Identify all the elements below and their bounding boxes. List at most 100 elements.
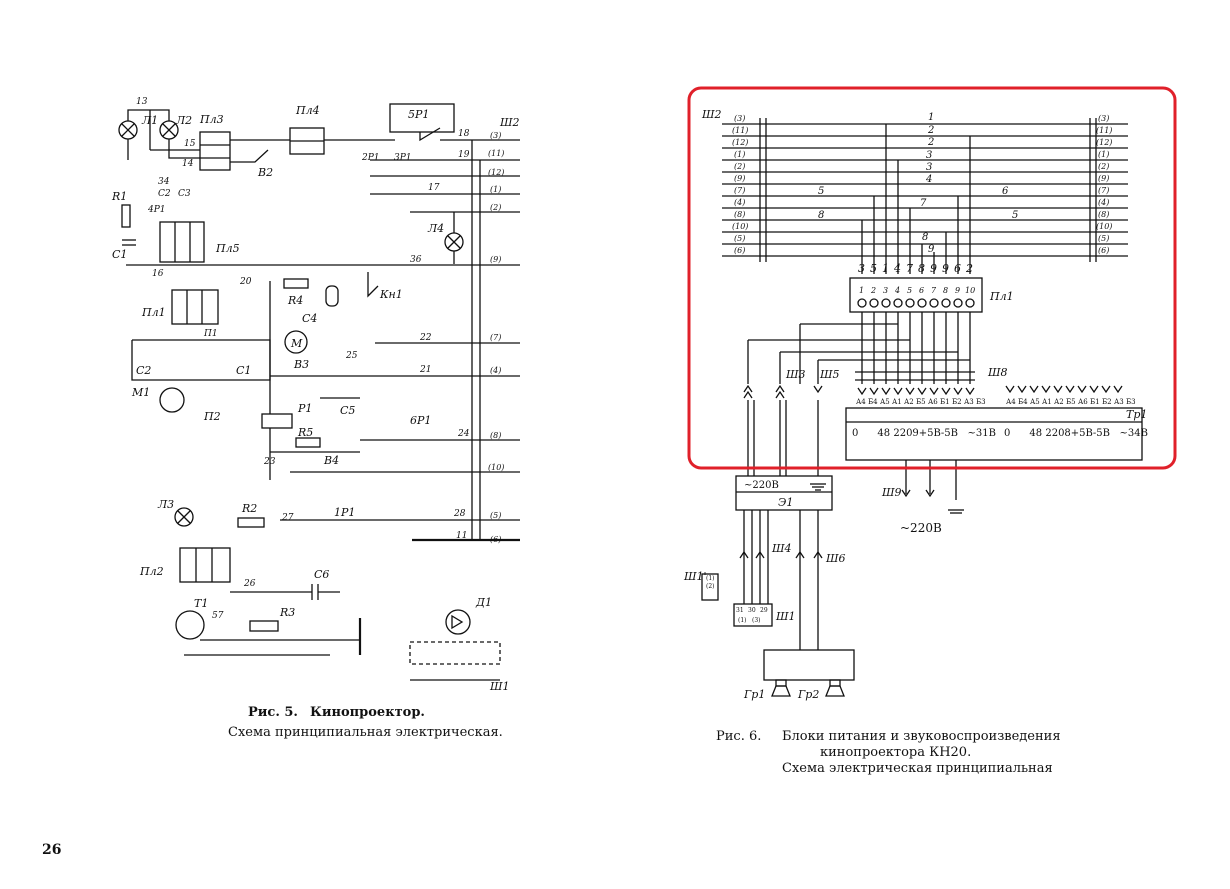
svg-text:7: 7 (931, 286, 937, 295)
label-t1: Т1 (194, 597, 208, 610)
risers (861, 124, 971, 274)
svg-text:(1): (1) (706, 575, 715, 582)
svg-text:(1): (1) (734, 150, 745, 159)
connector-pl3 (199, 131, 231, 171)
sh9-voltage: ~220В (900, 521, 942, 535)
sh8-pin-labels-b: А4 Б4 А5 А1 А2 Б5 А6 Б1 Б2 А3 Б3 (1006, 398, 1136, 406)
svg-text:30: 30 (748, 607, 756, 614)
svg-text:(7): (7) (490, 333, 501, 342)
svg-text:Б1: Б1 (1090, 398, 1100, 406)
label-c6: С6 (314, 568, 329, 581)
sh8-pin-labels: А4 Б4 А5 А1 А2 Б5 А6 Б1 Б2 А3 Б3 (856, 398, 986, 406)
svg-text:5: 5 (1012, 210, 1018, 221)
svg-text:8: 8 (818, 210, 824, 221)
svg-text:1: 1 (859, 286, 864, 295)
svg-text:Б3: Б3 (976, 398, 986, 406)
label-l2: Л2 (175, 114, 192, 127)
svg-text:10: 10 (965, 286, 975, 295)
label-c4: С4 (302, 312, 317, 325)
photodiode-d1-icon (445, 609, 471, 635)
fig5-caption-title: Кинопроектор. (310, 705, 425, 720)
svg-text:А3: А3 (1114, 398, 1124, 406)
svg-text:(6): (6) (734, 246, 745, 255)
svg-text:1: 1 (928, 112, 934, 123)
resistor-r2 (237, 517, 265, 528)
svg-text:(2): (2) (734, 162, 745, 171)
figure-6-caption: Рис. 6. Блоки питания и звуковоспроизвед… (716, 729, 1061, 776)
svg-text:(8): (8) (1098, 210, 1109, 219)
relay-5p1 (389, 103, 455, 133)
svg-text:29: 29 (760, 607, 768, 614)
svg-text:3: 3 (858, 262, 865, 275)
label-sh3: Ш3 (785, 368, 806, 381)
svg-text:8: 8 (943, 286, 948, 295)
label-c2-winding: С2 (136, 364, 151, 377)
wire-number-labels: 13 14 15 18 19 17 34 36 20 22 21 25 24 2… (136, 97, 470, 621)
svg-text:(5): (5) (1098, 234, 1109, 243)
svg-text:3: 3 (926, 162, 932, 173)
svg-text:А4: А4 (856, 398, 866, 406)
svg-text:2: 2 (927, 125, 934, 136)
svg-text:3: 3 (883, 286, 888, 295)
svg-text:14: 14 (182, 159, 194, 169)
label-sh1: Ш1 (489, 680, 510, 693)
fig6-caption-line3: Схема электрическая принципиальная (782, 761, 1053, 776)
label-sh8: Ш8 (987, 366, 1008, 379)
svg-text:6: 6 (919, 286, 924, 295)
label-sh5: Ш5 (819, 368, 840, 381)
label-2p1: 2Р1 (361, 153, 380, 163)
label-p1: Р1 (297, 402, 312, 415)
figure-5-schematic: Л1 Л2 Пл3 В2 Пл4 5Р1 2Р1 3Р1 Ш2 (3) (111, 97, 520, 693)
svg-text:8: 8 (918, 262, 925, 275)
svg-text:9: 9 (942, 262, 949, 275)
highlight-box (687, 86, 1177, 470)
svg-text:(3): (3) (734, 114, 745, 123)
svg-text:18: 18 (458, 129, 470, 139)
svg-text:(8): (8) (490, 431, 501, 440)
label-sh2-left: Ш2 (499, 116, 520, 129)
lamp-l4-icon (444, 232, 464, 252)
svg-text:(1): (1) (490, 185, 501, 194)
svg-text:4: 4 (894, 286, 900, 295)
svg-text:Б3: Б3 (1126, 398, 1136, 406)
pl1-pin-circles (857, 298, 975, 308)
motor-m-icon (284, 330, 308, 354)
lamp-l1-icon (118, 120, 138, 140)
svg-text:9: 9 (955, 286, 960, 295)
svg-text:(12): (12) (1096, 138, 1112, 147)
svg-text:(4): (4) (734, 198, 745, 207)
svg-text:(5): (5) (734, 234, 745, 243)
svg-text:А2: А2 (904, 398, 914, 406)
label-pl1-left: Пл1 (141, 306, 166, 319)
relay-p1 (261, 413, 293, 429)
label-l4: Л4 (427, 222, 444, 235)
pl1-pin-numbers: 1 2 3 4 5 6 7 8 9 10 (859, 286, 975, 295)
label-r2: R2 (241, 502, 257, 515)
tr1-left-taps: 0 48 2209+5В-5В ~31В (852, 428, 996, 439)
label-p1-winding: П1 (203, 329, 218, 339)
svg-text:А6: А6 (1078, 398, 1088, 406)
label-c5: С5 (340, 404, 355, 417)
svg-text:А1: А1 (1042, 398, 1052, 406)
label-m: М (290, 337, 303, 350)
svg-text:9: 9 (930, 262, 937, 275)
svg-text:2: 2 (965, 262, 973, 275)
svg-text:(6): (6) (1098, 246, 1109, 255)
label-v3: В3 (293, 358, 309, 371)
page-number: 26 (42, 842, 61, 858)
label-m1: М1 (131, 386, 150, 399)
svg-text:(12): (12) (732, 138, 748, 147)
e1-voltage: ~220В (744, 480, 779, 491)
label-r1: R1 (111, 190, 127, 203)
svg-text:(11): (11) (1096, 126, 1112, 135)
svg-text:23: 23 (263, 457, 276, 467)
lamp-icon (325, 285, 339, 307)
resistor-r5 (295, 437, 321, 448)
label-5p1: 5Р1 (408, 108, 429, 121)
label-sh4: Ш4 (771, 542, 792, 555)
svg-text:(1): (1) (1098, 150, 1109, 159)
svg-text:(4): (4) (490, 366, 501, 375)
resistor-r4 (283, 278, 309, 289)
label-3p1: 3Р1 (394, 153, 412, 163)
svg-text:34: 34 (158, 177, 170, 187)
